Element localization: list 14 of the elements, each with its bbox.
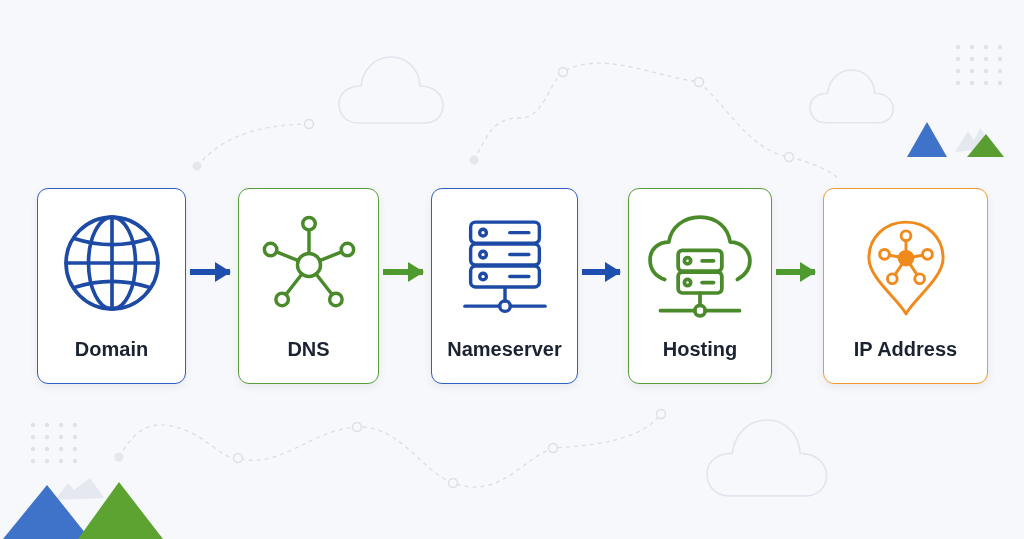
arrow	[190, 262, 231, 282]
arrow	[383, 262, 424, 282]
node-label: Nameserver	[447, 337, 562, 361]
process-box	[628, 188, 772, 384]
node-label: DNS	[287, 337, 330, 361]
node-label: IP Address	[853, 337, 958, 361]
process-box	[823, 188, 988, 384]
arrow	[582, 262, 621, 282]
process-box	[431, 188, 578, 384]
process-box	[37, 188, 186, 384]
process-box	[238, 188, 379, 384]
node-label: Domain	[74, 337, 149, 361]
node-label: Hosting	[662, 337, 738, 361]
arrow	[776, 262, 816, 282]
